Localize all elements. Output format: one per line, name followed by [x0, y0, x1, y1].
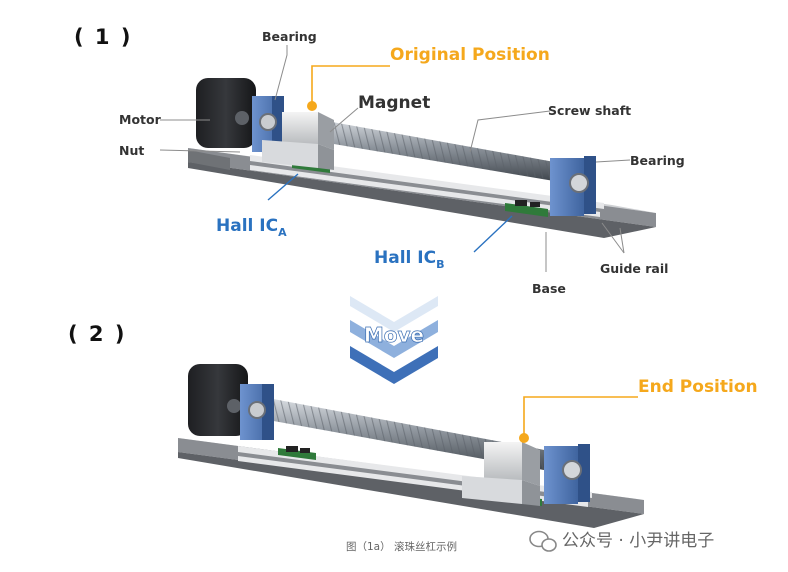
- chevron-down-icon: [350, 346, 438, 384]
- end-position-leader: [523, 396, 638, 435]
- nut-carriage: [462, 433, 540, 506]
- guide-rails: [250, 155, 604, 217]
- end-position-label: End Position: [638, 377, 758, 397]
- magnet-dot: [307, 101, 317, 111]
- move-arrow: Move: [350, 296, 438, 384]
- bearing-left-label: Bearing: [262, 29, 317, 44]
- chevron-down-icon: [350, 320, 438, 358]
- hall-leaders: [267, 173, 513, 253]
- watermark: 公众号 · 小尹讲电子: [529, 530, 714, 552]
- motor-label: Motor: [119, 112, 162, 127]
- nut-label: Nut: [119, 143, 144, 158]
- step2-number: ( 2 ): [68, 322, 126, 346]
- nut-carriage: [262, 101, 334, 170]
- bearing-right: [544, 444, 590, 504]
- screw-shaft: [268, 398, 555, 472]
- original-position-leader: [311, 65, 390, 103]
- watermark-text: 公众号 · 小尹讲电子: [562, 531, 714, 551]
- hall-ic-a-label: Hall ICA: [216, 216, 287, 239]
- motor: [188, 364, 248, 436]
- magnet-label: Magnet: [358, 93, 430, 113]
- original-position-label: Original Position: [390, 45, 550, 65]
- wechat-icon: [529, 530, 557, 552]
- bearing-left: [240, 384, 274, 440]
- chevron-down-icon: [350, 296, 438, 332]
- step2-assembly: ( 2 ): [68, 322, 758, 528]
- magnet-dot: [519, 433, 529, 443]
- bearing-right-label: Bearing: [630, 153, 685, 168]
- bearing-right: [550, 156, 596, 216]
- base-label: Base: [532, 281, 566, 296]
- leader-lines-step1: [159, 45, 631, 272]
- figure-caption: 图（1a） 滚珠丝杠示例: [346, 540, 457, 553]
- hall-ic-b-label: Hall ICB: [374, 248, 444, 271]
- screw-shaft: [310, 118, 560, 182]
- step1-assembly: ( 1 ): [74, 25, 685, 296]
- move-label: Move: [364, 323, 424, 347]
- screw-shaft-label: Screw shaft: [548, 103, 631, 118]
- hall-ic-b-board: [505, 200, 548, 217]
- step1-number: ( 1 ): [74, 25, 132, 49]
- guide-rail-label: Guide rail: [600, 261, 668, 276]
- hall-ic-a-board: [278, 446, 316, 460]
- motor: [196, 78, 256, 148]
